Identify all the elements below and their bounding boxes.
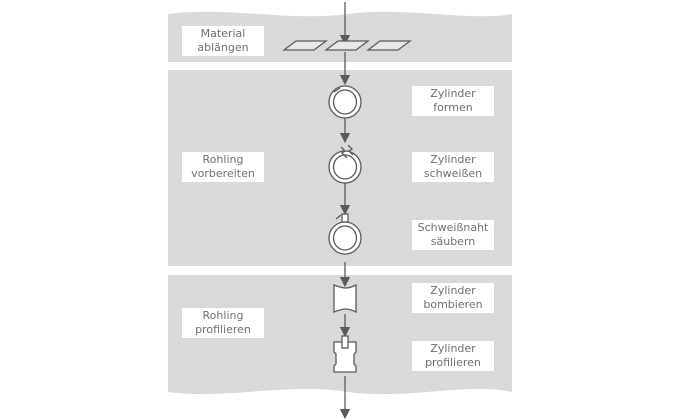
section-label-line: Rohling [202,153,244,166]
section-label-line: profilieren [195,323,251,336]
section-label-line: ablängen [197,41,249,54]
step-label-line: Zylinder [430,87,476,100]
step-label-schweissen: Zylinder schweißen [412,152,494,182]
section-label-profilieren: Rohling profilieren [182,308,264,338]
step-label-line: Zylinder [430,284,476,297]
step-label-saeubern: Schweißnaht säubern [412,220,494,250]
profiled-cylinder-icon [333,335,357,373]
step-label-line: bombieren [423,298,483,311]
bulged-cylinder-icon [333,283,357,314]
sheet-blanks-icon [282,40,412,51]
step-label-line: schweißen [423,167,483,180]
step-label-bombieren: Zylinder bombieren [412,283,494,313]
step-label-line: Zylinder [430,342,476,355]
step-label-profilieren: Zylinder profilieren [412,341,494,371]
step-label-line: profilieren [425,356,481,369]
step-label-line: Schweißnaht [417,221,489,234]
step-label-line: formen [433,101,473,114]
lightning-weld-icon [328,144,362,184]
step-label-line: säubern [430,235,476,248]
step-label-line: Zylinder [430,153,476,166]
section-label-line: vorbereiten [191,167,255,180]
section-label-line: Material [200,27,246,40]
deburr-tool-icon [328,213,362,255]
step-label-formen: Zylinder formen [412,86,494,116]
cylinder-ring-icon [328,85,362,119]
section-label-line: Rohling [202,309,244,322]
section-label-material: Material ablängen [182,26,264,56]
section-label-vorbereiten: Rohling vorbereiten [182,152,264,182]
